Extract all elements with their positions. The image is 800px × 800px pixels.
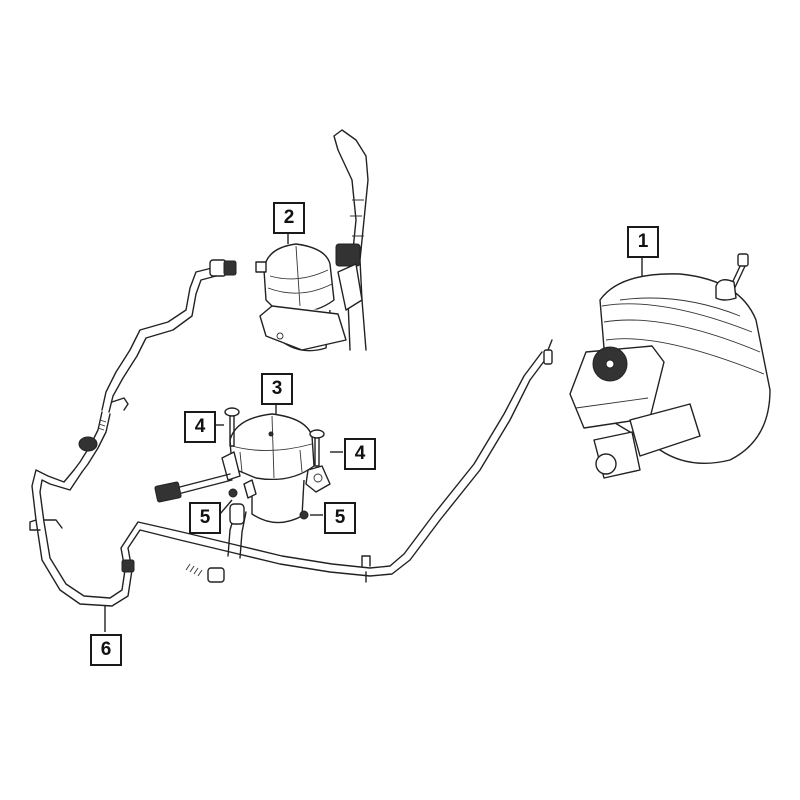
callout-label: 3 [271,378,283,399]
vacuum-pump-with-harness[interactable] [255,129,369,352]
nut-right[interactable] [299,510,309,520]
callout-3-vacuum-pump[interactable]: 3 [261,373,293,405]
bolt-left[interactable] [224,407,240,447]
brake-booster[interactable] [569,253,771,479]
vacuum-pump[interactable] [154,413,331,524]
callout-4-bolt-right[interactable]: 4 [344,438,376,470]
callout-6-vacuum-hose[interactable]: 6 [90,634,122,666]
callout-label: 5 [334,507,346,528]
callout-5-nut-right[interactable]: 5 [324,502,356,534]
callout-label: 1 [637,231,649,252]
callout-2-vacuum-pump-assembly[interactable]: 2 [273,202,305,234]
bolt-right[interactable] [309,429,325,467]
leader-lines [104,232,643,632]
callout-label: 5 [199,507,211,528]
vacuum-hose[interactable] [29,259,553,607]
callout-5-nut-left[interactable]: 5 [189,502,221,534]
callout-1-brake-booster[interactable]: 1 [627,226,659,258]
callout-label: 4 [354,443,366,464]
callout-label: 4 [194,416,206,437]
callout-label: 6 [100,639,112,660]
nut-left[interactable] [228,488,238,498]
callout-label: 2 [283,207,295,228]
callout-4-bolt-left[interactable]: 4 [184,411,216,443]
